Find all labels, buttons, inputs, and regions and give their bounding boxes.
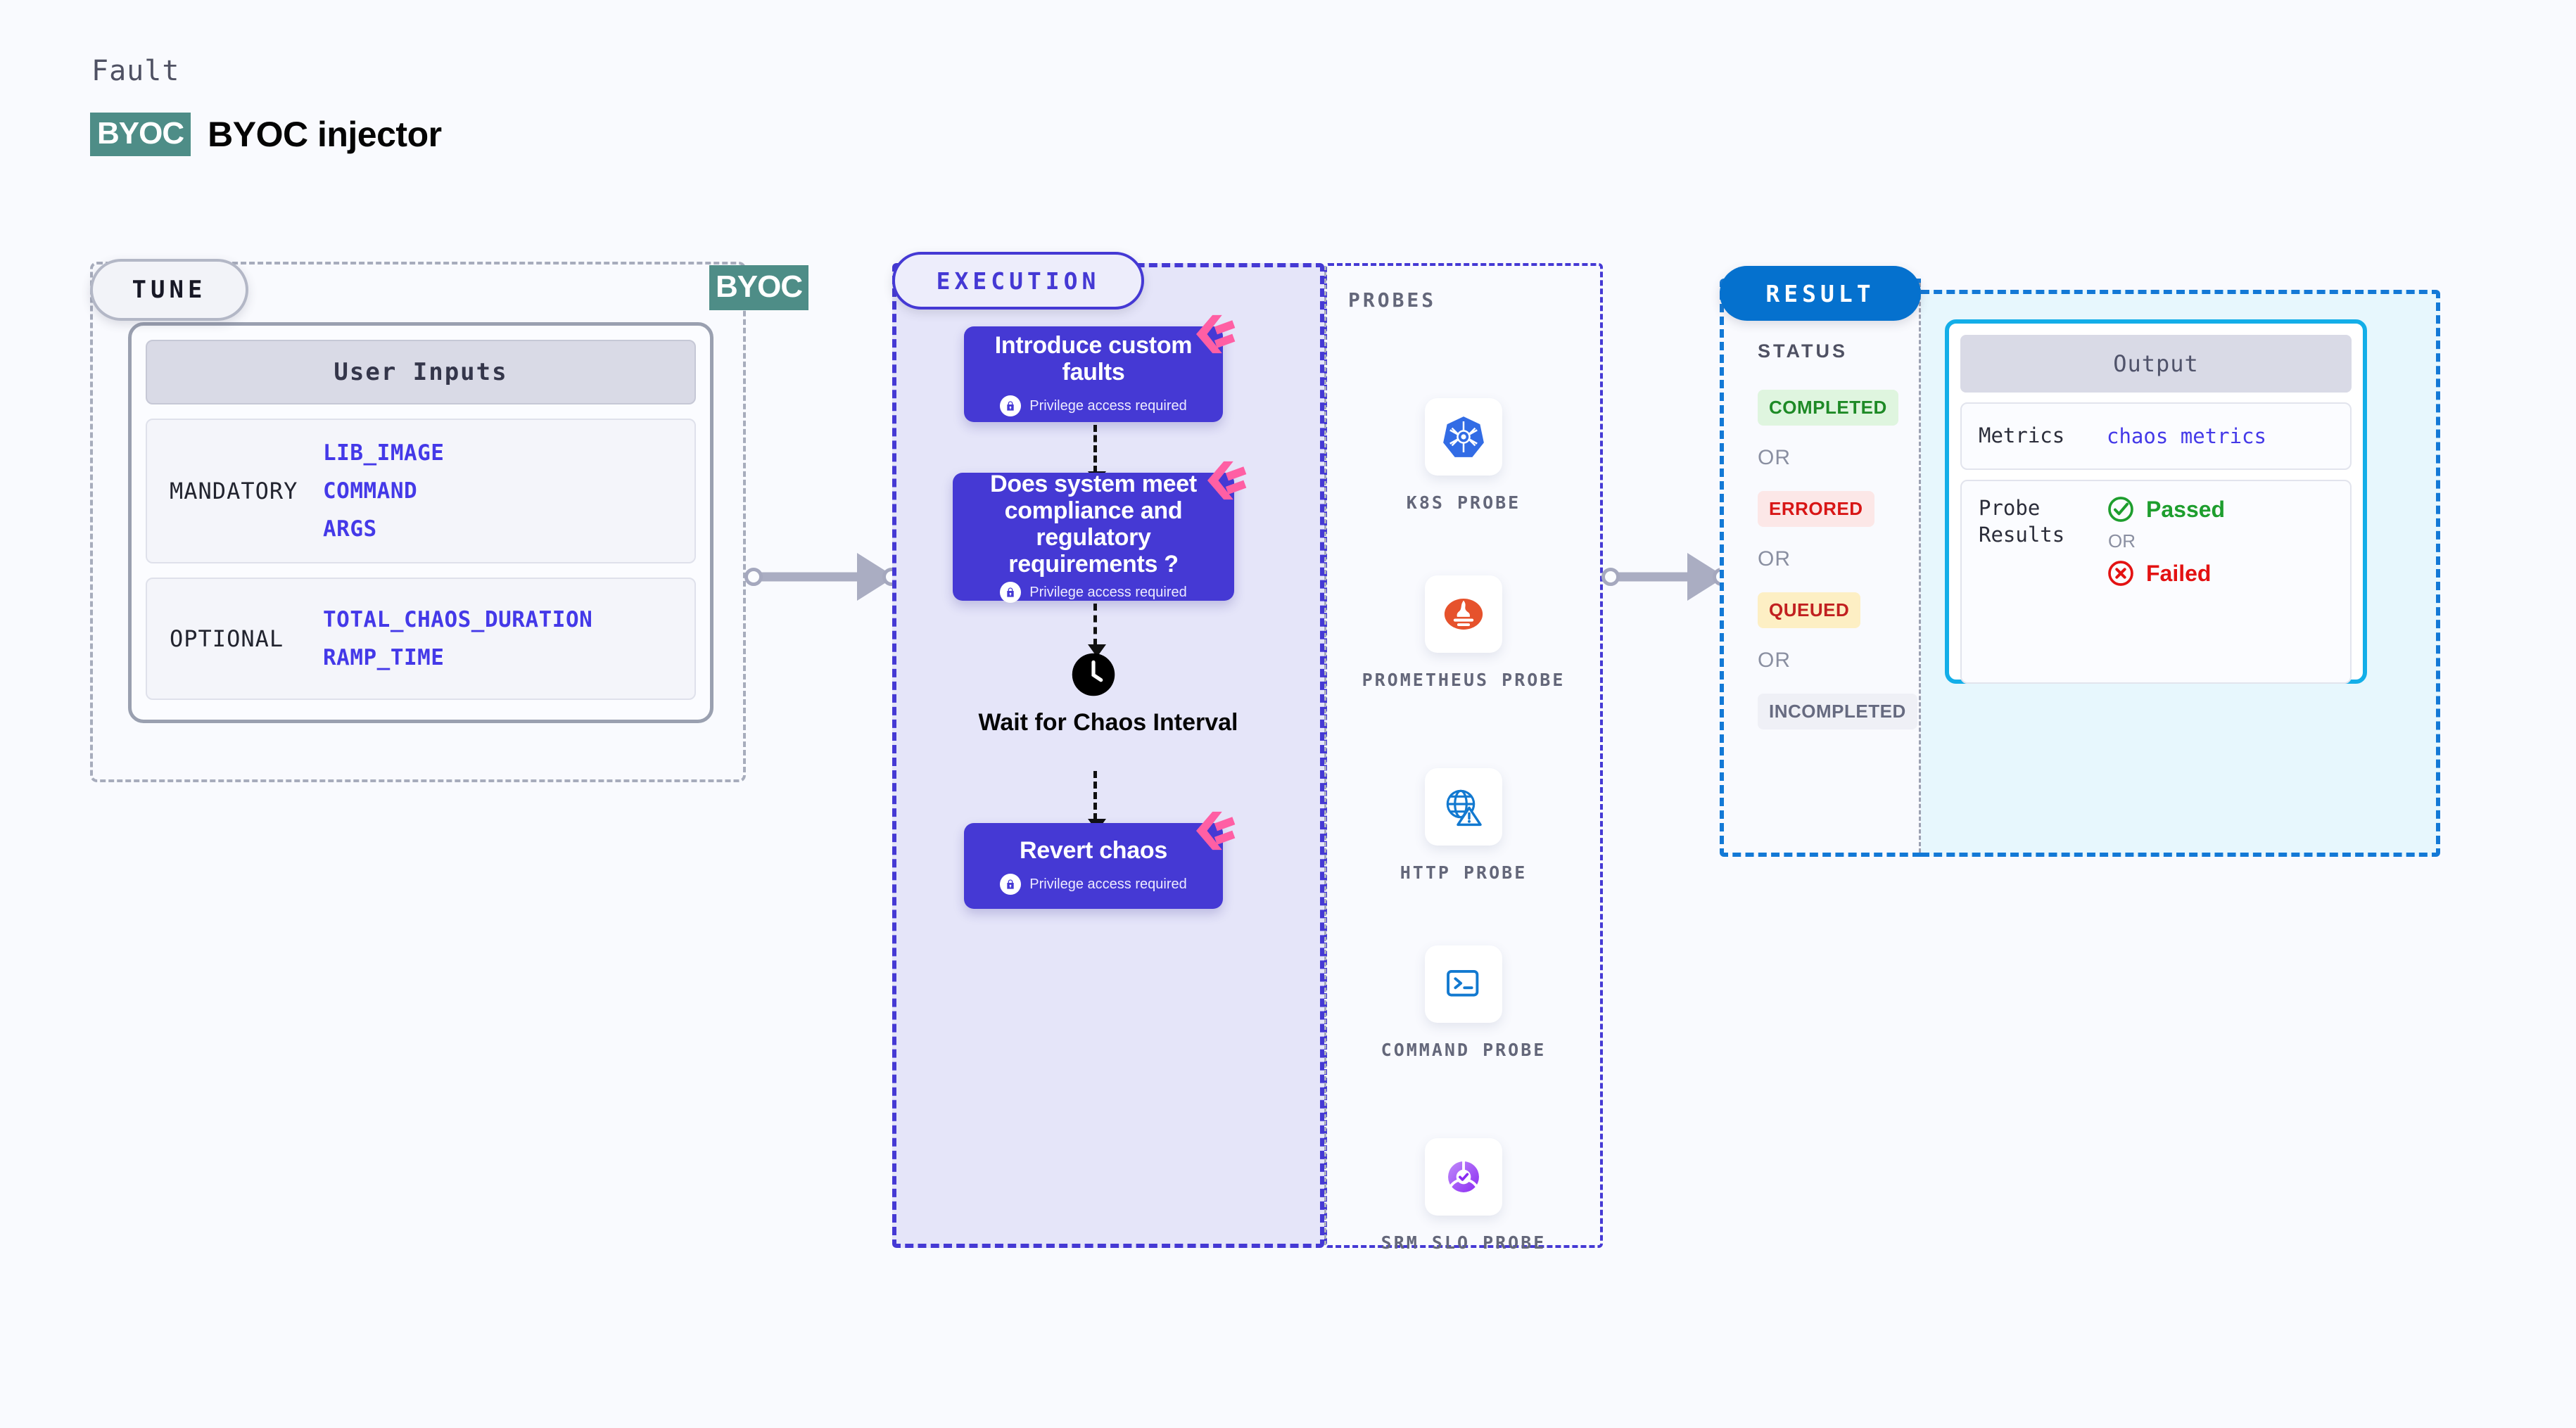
clock-icon <box>1072 653 1115 696</box>
status-title: STATUS <box>1758 340 1848 362</box>
lock-icon <box>1000 582 1022 604</box>
probe-item-srm-slo[interactable]: SRM SLO PROBE <box>1327 1138 1600 1255</box>
kubernetes-icon <box>1425 398 1502 476</box>
flow-node-revert-chaos[interactable]: Revert chaos Privilege access required <box>964 811 1236 909</box>
status-chip: ERRORED <box>1758 491 1874 527</box>
probe-result-passed: Passed <box>2107 495 2225 523</box>
harness-logo-icon <box>1196 314 1236 354</box>
probe-results-values: Passed OR Failed <box>2107 495 2225 587</box>
probe-label: K8S PROBE <box>1406 492 1521 513</box>
metrics-key: Metrics <box>1979 423 2065 448</box>
optional-values: TOTAL_CHAOS_DURATION RAMP_TIME <box>323 607 592 670</box>
group-label-optional: OPTIONAL <box>170 625 284 652</box>
mandatory-values: LIB_IMAGE COMMAND ARGS <box>323 440 444 542</box>
user-inputs-title: User Inputs <box>146 340 696 404</box>
flow-node-compliance-check[interactable]: Does system meet compliance and regulato… <box>953 461 1247 604</box>
result-status-panel: STATUS COMPLETED OR ERRORED OR QUEUED OR… <box>1720 279 1921 857</box>
flow-arrow-3 <box>1088 771 1106 831</box>
tune-panel-label: TUNE <box>90 259 248 321</box>
srm-slo-icon <box>1425 1138 1502 1216</box>
x-circle-icon <box>2108 561 2133 586</box>
status-or-2: OR <box>1758 547 1791 570</box>
input-lib-image[interactable]: LIB_IMAGE <box>323 440 445 466</box>
mandatory-inputs-group: MANDATORY LIB_IMAGE COMMAND ARGS <box>146 419 696 563</box>
output-metrics-row: Metrics chaos metrics <box>1960 402 2352 470</box>
input-command[interactable]: COMMAND <box>323 478 418 504</box>
privilege-text: Privilege access required <box>1029 876 1187 892</box>
flow-node-introduce-custom-faults[interactable]: Introduce custom faults Privilege access… <box>964 314 1236 422</box>
probe-result-or: OR <box>2108 530 2136 552</box>
status-or-3: OR <box>1758 649 1791 672</box>
probe-result-failed: Failed <box>2107 559 2225 587</box>
flow-node-wait-for-chaos-interval: Wait for Chaos Interval <box>978 709 1238 736</box>
probes-title: PROBES <box>1348 288 1437 312</box>
connector-start-dot <box>744 568 763 586</box>
privilege-text: Privilege access required <box>1029 584 1187 600</box>
node-title: Revert chaos <box>1020 836 1167 864</box>
status-badge-errored: ERRORED <box>1758 491 1874 527</box>
harness-logo-icon <box>1207 461 1247 500</box>
terminal-icon <box>1425 945 1502 1023</box>
connector-execution-result <box>1601 549 1737 605</box>
byoc-badge: BYOC <box>90 113 191 156</box>
node-title: Introduce custom faults <box>994 331 1193 385</box>
execution-panel-label: EXECUTION <box>892 252 1144 310</box>
probe-item-command[interactable]: COMMAND PROBE <box>1327 945 1600 1062</box>
privilege-text: Privilege access required <box>1029 397 1187 414</box>
flow-arrow-2 <box>1088 604 1106 657</box>
node-title: Does system meet compliance and regulato… <box>990 470 1197 578</box>
page-title: BYOC injector <box>208 115 442 154</box>
group-label-mandatory: MANDATORY <box>170 478 298 504</box>
byoc-edge-badge: BYOC <box>709 265 809 310</box>
connector-start-dot <box>1601 568 1620 586</box>
connector-tune-execution <box>744 549 906 605</box>
privilege-badge: Privilege access required <box>1000 395 1187 417</box>
metrics-value-link[interactable]: chaos metrics <box>2107 424 2266 448</box>
probe-item-http[interactable]: HTTP PROBE <box>1327 768 1600 885</box>
probe-label: SRM SLO PROBE <box>1381 1232 1547 1253</box>
probe-item-prometheus[interactable]: PROMETHEUS PROBE <box>1327 575 1600 692</box>
status-badge-incompleted: INCOMPLETED <box>1758 694 1917 729</box>
status-badge-queued: QUEUED <box>1758 592 1861 628</box>
flow-arrow-1 <box>1088 425 1106 484</box>
lock-icon <box>1000 874 1022 895</box>
harness-logo-icon <box>1196 811 1236 850</box>
status-chip: COMPLETED <box>1758 390 1898 426</box>
lock-icon <box>1000 395 1022 417</box>
input-args[interactable]: ARGS <box>323 516 377 542</box>
privilege-badge: Privilege access required <box>1000 874 1187 895</box>
input-ramp-time[interactable]: RAMP_TIME <box>323 645 445 670</box>
page-title-row: BYOC BYOC injector <box>90 113 442 156</box>
result-panel-label: RESULT <box>1720 266 1921 321</box>
check-circle-icon <box>2108 497 2133 522</box>
status-chip: INCOMPLETED <box>1758 694 1917 729</box>
connector-line <box>751 572 878 582</box>
probe-item-k8s[interactable]: K8S PROBE <box>1327 398 1600 515</box>
user-inputs-card: User Inputs MANDATORY LIB_IMAGE COMMAND … <box>128 322 713 723</box>
input-total-chaos-duration[interactable]: TOTAL_CHAOS_DURATION <box>323 607 593 632</box>
probe-label: PROMETHEUS PROBE <box>1362 670 1566 690</box>
probe-label: HTTP PROBE <box>1400 862 1528 883</box>
probes-panel: PROBES K8S PROBE <box>1324 263 1603 1253</box>
connector-line <box>1609 572 1708 582</box>
status-badge-completed: COMPLETED <box>1758 390 1898 426</box>
probe-label: COMMAND PROBE <box>1381 1040 1547 1060</box>
prometheus-icon <box>1425 575 1502 653</box>
http-globe-icon <box>1425 768 1502 846</box>
status-or-1: OR <box>1758 446 1791 469</box>
privilege-badge: Privilege access required <box>1000 582 1187 604</box>
execution-panel: Introduce custom faults Privilege access… <box>892 263 1324 1248</box>
output-title: Output <box>1960 335 2352 393</box>
page-eyebrow: Fault <box>91 55 180 87</box>
passed-label: Passed <box>2146 496 2226 522</box>
status-chip: QUEUED <box>1758 592 1861 628</box>
failed-label: Failed <box>2146 560 2212 586</box>
tune-panel: User Inputs MANDATORY LIB_IMAGE COMMAND … <box>90 262 746 782</box>
optional-inputs-group: OPTIONAL TOTAL_CHAOS_DURATION RAMP_TIME <box>146 578 696 700</box>
